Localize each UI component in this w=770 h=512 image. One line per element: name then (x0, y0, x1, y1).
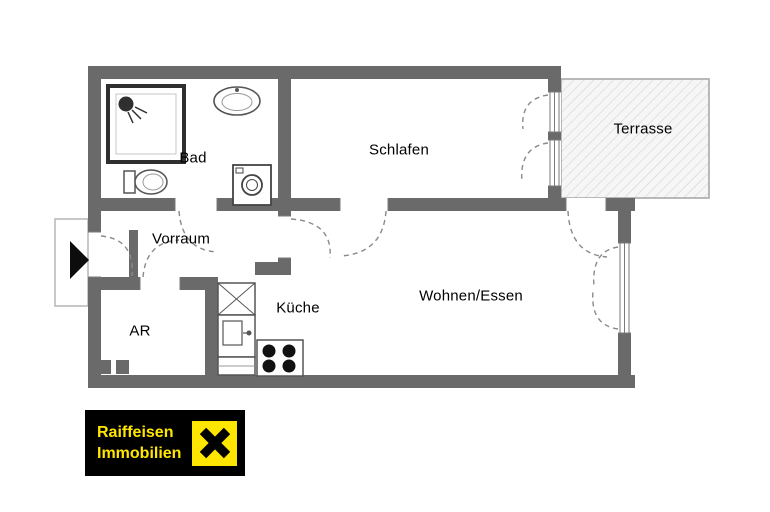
burner (282, 344, 296, 358)
wall-schlafen-right (548, 66, 561, 211)
window-swing-arc (522, 94, 549, 130)
schlafen-window-1 (548, 91, 561, 133)
entrance-arrow-icon (70, 241, 89, 279)
shower-head-icon (118, 96, 134, 112)
kitchen-counter (217, 356, 256, 376)
kitchen-cabinet (217, 282, 256, 316)
shower (106, 84, 186, 164)
terrace-area (560, 78, 710, 199)
schlafen-window-2 (548, 139, 561, 187)
vorraum-door-opening (278, 216, 291, 258)
kitchen-sink (217, 314, 256, 358)
stove (256, 339, 304, 377)
ar-door-opening (140, 277, 180, 290)
window-swing-arc (592, 290, 619, 330)
room-label-schlafen: Schlafen (369, 141, 429, 159)
wall-top (88, 66, 561, 79)
room-label-bad: Bad (179, 149, 207, 167)
wall-ar-kueche-divider (205, 277, 218, 388)
room-label-ar: AR (129, 322, 151, 340)
entrance-door-arc (100, 235, 133, 277)
burner (282, 359, 296, 373)
entrance-door-leaf (129, 230, 138, 277)
window-swing-arc (521, 142, 549, 183)
room-label-kueche: Küche (276, 299, 320, 317)
raiffeisen-gable-cross-icon (192, 420, 237, 466)
raiffeisen-immobilien-logo: Raiffeisen Immobilien (85, 410, 245, 476)
vorraum-door-arc (290, 218, 331, 259)
door-arcs (100, 94, 619, 330)
logo-line1: Raiffeisen (97, 423, 174, 441)
room-label-wohnen: Wohnen/Essen (419, 287, 523, 305)
schlafen-door-arc (340, 210, 387, 257)
room-label-vorraum: Vorraum (151, 230, 211, 248)
wall-kueche-top (255, 262, 291, 275)
washbasin (213, 86, 261, 116)
door-jambs (88, 198, 607, 290)
terrace-door-opening (566, 198, 606, 211)
windows (548, 91, 631, 334)
wall-left-upper (88, 66, 101, 232)
schlafen-door-opening (340, 198, 388, 211)
washing-machine (232, 164, 272, 206)
logo-text: Raiffeisen Immobilien (85, 423, 192, 464)
wall-bottom (88, 375, 635, 388)
logo-line2: Immobilien (97, 444, 182, 462)
wall-vorraum-right-upper (278, 66, 291, 211)
column-a (98, 360, 111, 374)
bad-door-opening (175, 198, 217, 211)
ar-door-arc (142, 239, 180, 278)
column-b (116, 360, 129, 374)
burner (262, 344, 276, 358)
window-swing-arc (593, 246, 619, 288)
toilet (123, 169, 168, 195)
wall-left-lower (88, 290, 101, 388)
terrace-door-arc (567, 210, 608, 258)
burner (262, 359, 276, 373)
room-label-terrasse: Terrasse (613, 120, 673, 138)
bad-door-arc (178, 210, 218, 253)
wohnen-window (618, 242, 631, 334)
